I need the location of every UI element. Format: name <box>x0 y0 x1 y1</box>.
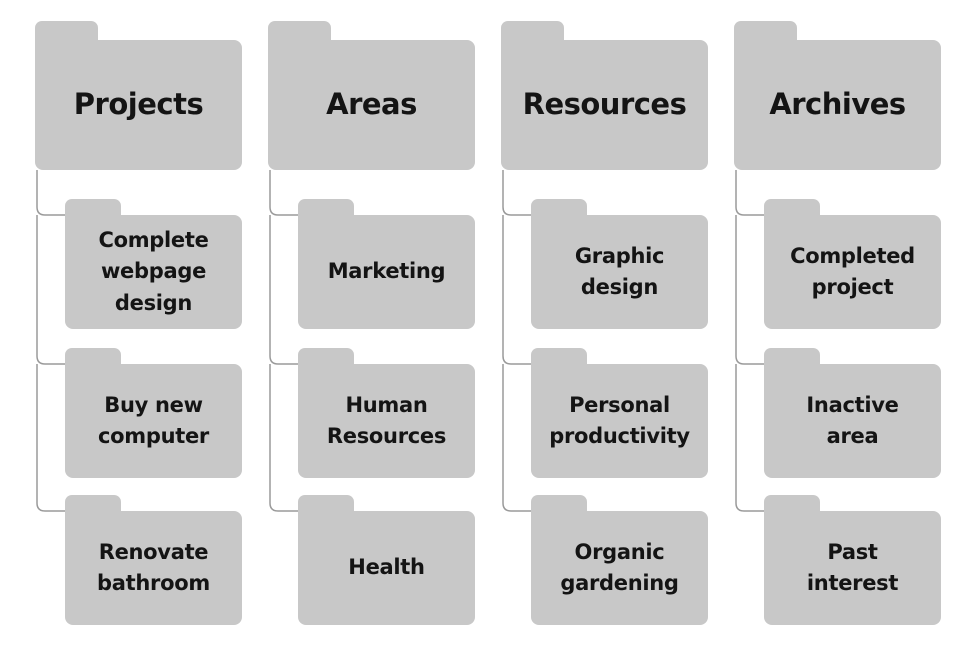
subfolder-0-2: Renovate bathroom <box>65 495 242 625</box>
folder-body: Personal productivity <box>531 364 708 478</box>
folder-body: Marketing <box>298 215 475 329</box>
folder-body: Archives <box>734 40 941 170</box>
subfolder-3-1: Inactive area <box>764 348 941 478</box>
connector-line <box>269 364 298 512</box>
subfolder-1-0: Marketing <box>298 199 475 329</box>
subfolder-1-2: Health <box>298 495 475 625</box>
folder-label: Human Resources <box>326 392 447 449</box>
folder-body: Resources <box>501 40 708 170</box>
folder-label: Marketing <box>327 259 446 284</box>
category-folder-0: Projects <box>35 21 242 170</box>
folder-body: Human Resources <box>298 364 475 478</box>
folder-label: Areas <box>326 87 417 122</box>
subfolder-0-1: Buy new computer <box>65 348 242 478</box>
subfolder-0-0: Complete webpage design <box>65 199 242 329</box>
connector-line <box>502 215 531 365</box>
subfolder-3-0: Completed project <box>764 199 941 329</box>
subfolder-1-1: Human Resources <box>298 348 475 478</box>
connector-line <box>36 215 65 365</box>
folder-label: Inactive area <box>806 392 899 449</box>
folder-label: Projects <box>73 87 204 122</box>
folder-body: Completed project <box>764 215 941 329</box>
category-folder-2: Resources <box>501 21 708 170</box>
connector-line <box>36 170 65 216</box>
connector-line <box>502 170 531 216</box>
folder-body: Buy new computer <box>65 364 242 478</box>
folder-label: Buy new computer <box>98 392 209 449</box>
folder-body: Graphic design <box>531 215 708 329</box>
folder-body: Areas <box>268 40 475 170</box>
folder-body: Inactive area <box>764 364 941 478</box>
folder-label: Graphic design <box>574 243 665 300</box>
folder-label: Archives <box>769 87 906 122</box>
folder-label: Resources <box>522 87 687 122</box>
folder-label: Complete webpage design <box>98 227 209 315</box>
connector-line <box>269 215 298 365</box>
subfolder-2-0: Graphic design <box>531 199 708 329</box>
folder-body: Renovate bathroom <box>65 511 242 625</box>
folder-label: Personal productivity <box>549 392 690 449</box>
folder-body: Organic gardening <box>531 511 708 625</box>
connector-line <box>502 364 531 512</box>
category-folder-1: Areas <box>268 21 475 170</box>
connector-line <box>36 364 65 512</box>
folder-body: Health <box>298 511 475 625</box>
folder-label: Organic gardening <box>560 539 679 596</box>
folder-body: Past interest <box>764 511 941 625</box>
category-folder-3: Archives <box>734 21 941 170</box>
folder-label: Completed project <box>790 243 915 300</box>
folder-body: Projects <box>35 40 242 170</box>
connector-line <box>269 170 298 216</box>
folder-body: Complete webpage design <box>65 215 242 329</box>
connector-line <box>735 170 764 216</box>
subfolder-2-1: Personal productivity <box>531 348 708 478</box>
subfolder-3-2: Past interest <box>764 495 941 625</box>
subfolder-2-2: Organic gardening <box>531 495 708 625</box>
folder-label: Past interest <box>806 539 899 596</box>
folder-label: Health <box>348 555 425 580</box>
folder-label: Renovate bathroom <box>97 539 210 596</box>
connector-line <box>735 364 764 512</box>
connector-line <box>735 215 764 365</box>
